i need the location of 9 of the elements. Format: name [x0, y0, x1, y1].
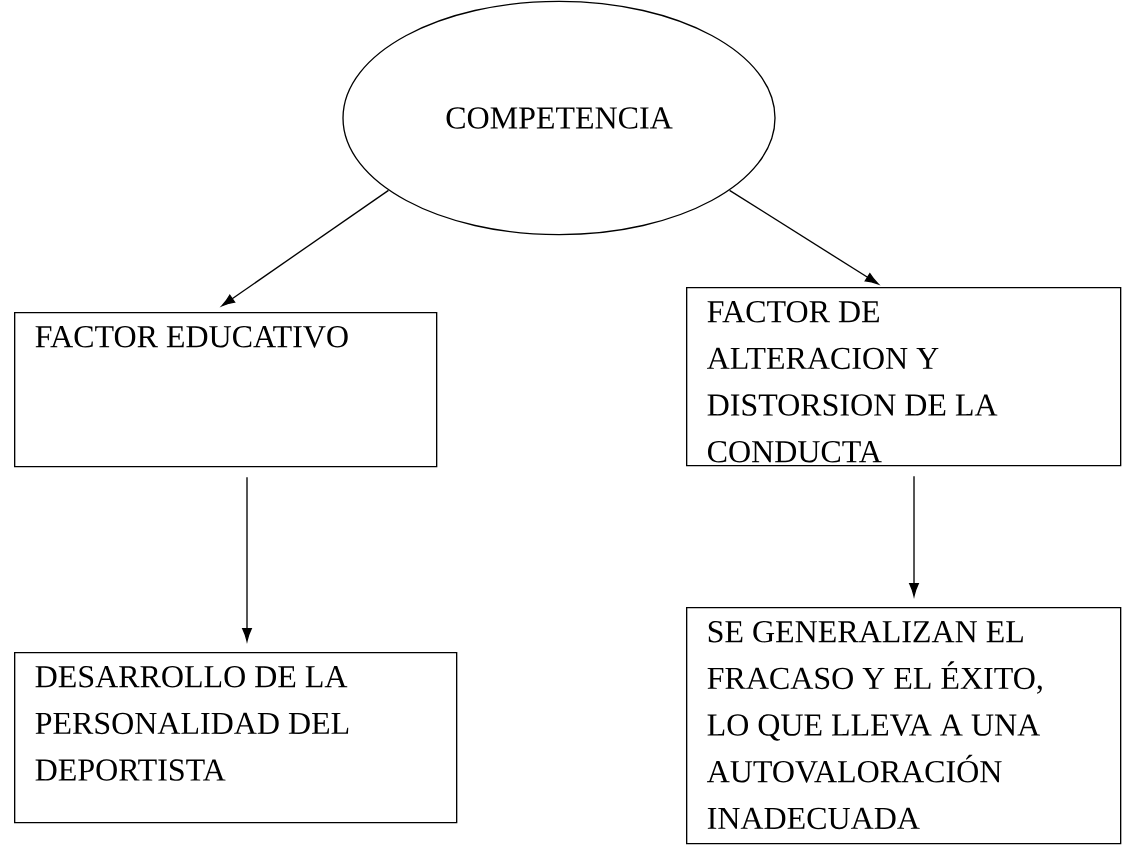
oval-node: COMPETENCIA: [342, 0, 776, 236]
arrow: [242, 476, 252, 642]
arrow: [728, 189, 879, 285]
arrow: [909, 475, 919, 597]
text-box: SE GENERALIZAN EL FRACASO Y EL ÉXITO, LO QUE LLEVA A UNA AUTOVALORACIÓN INADECUADA: [686, 607, 1122, 845]
arrow: [221, 189, 390, 307]
text-box: DESARROLLO DE LA PERSONALIDAD DEL DEPORTISTA: [14, 652, 458, 824]
text-box: FACTOR DE ALTERACION Y DISTORSION DE LA CONDUCTA: [686, 287, 1122, 467]
text-box: FACTOR EDUCATIVO: [14, 312, 438, 468]
